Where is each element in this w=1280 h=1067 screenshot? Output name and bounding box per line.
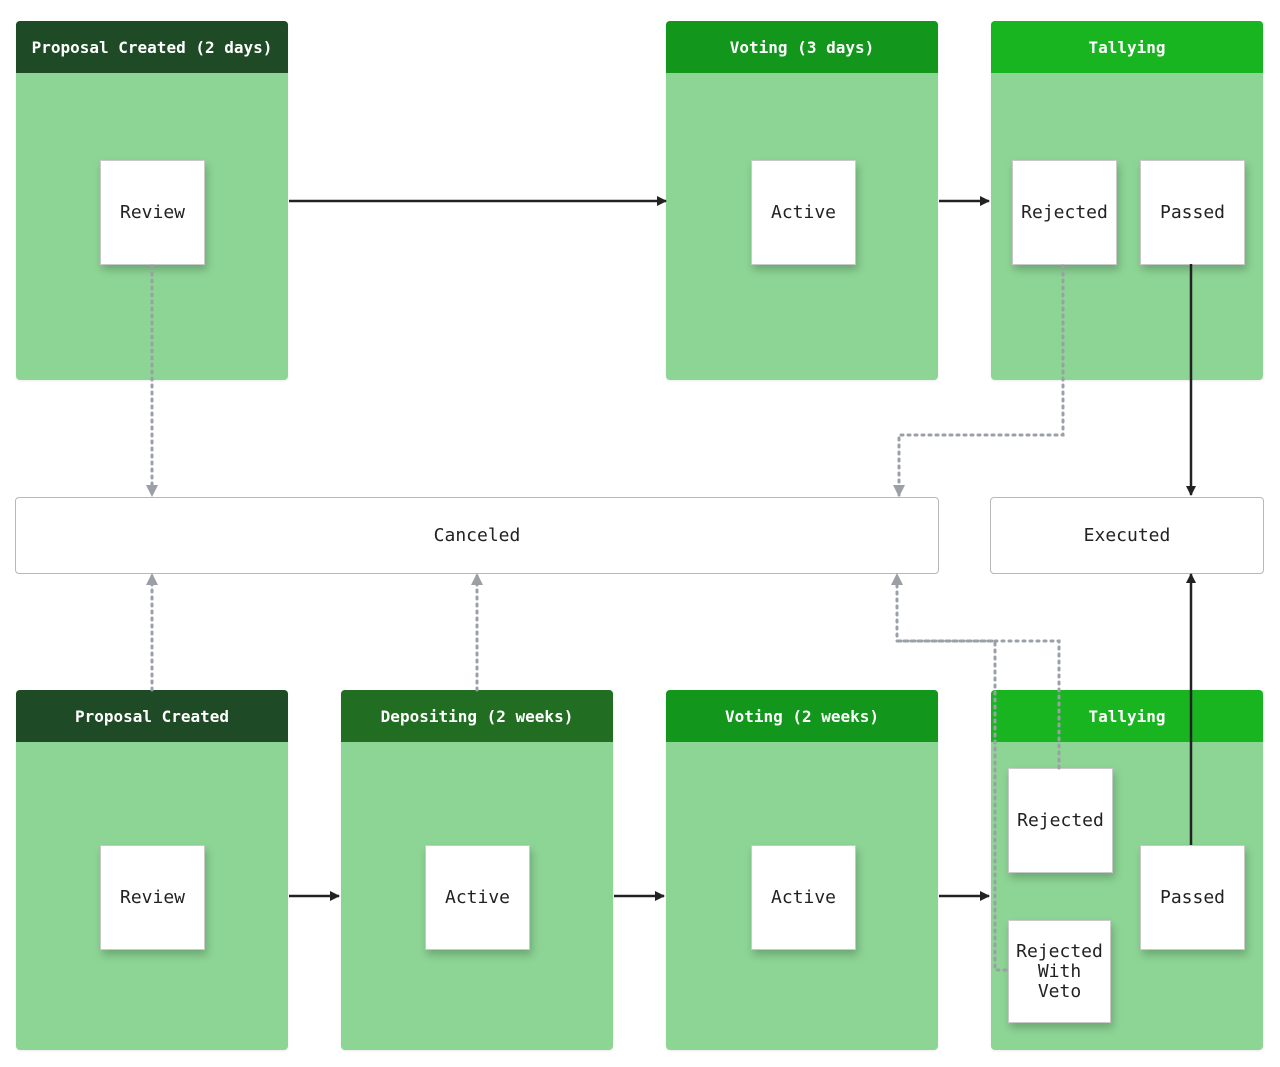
- card-top-passed[interactable]: Passed: [1140, 160, 1245, 265]
- card-top-review[interactable]: Review: [100, 160, 205, 265]
- card-bottom-voting-active[interactable]: Active: [751, 845, 856, 950]
- lane-top-voting: Voting (3 days): [666, 21, 938, 380]
- card-bottom-review[interactable]: Review: [100, 845, 205, 950]
- card-bottom-passed[interactable]: Passed: [1140, 845, 1245, 950]
- card-bottom-depositing-active[interactable]: Active: [425, 845, 530, 950]
- state-canceled[interactable]: Canceled: [15, 497, 939, 574]
- card-bottom-rejected[interactable]: Rejected: [1008, 768, 1113, 873]
- card-bottom-rejected-with-veto[interactable]: Rejected With Veto: [1008, 920, 1111, 1023]
- card-top-rejected[interactable]: Rejected: [1012, 160, 1117, 265]
- lane-header: Voting (3 days): [666, 21, 938, 73]
- lane-header: Proposal Created: [16, 690, 288, 742]
- lane-header: Tallying: [991, 21, 1263, 73]
- lane-header: Tallying: [991, 690, 1263, 742]
- lane-header: Proposal Created (2 days): [16, 21, 288, 73]
- lane-header: Depositing (2 weeks): [341, 690, 613, 742]
- card-top-active[interactable]: Active: [751, 160, 856, 265]
- state-executed[interactable]: Executed: [990, 497, 1264, 574]
- lane-header: Voting (2 weeks): [666, 690, 938, 742]
